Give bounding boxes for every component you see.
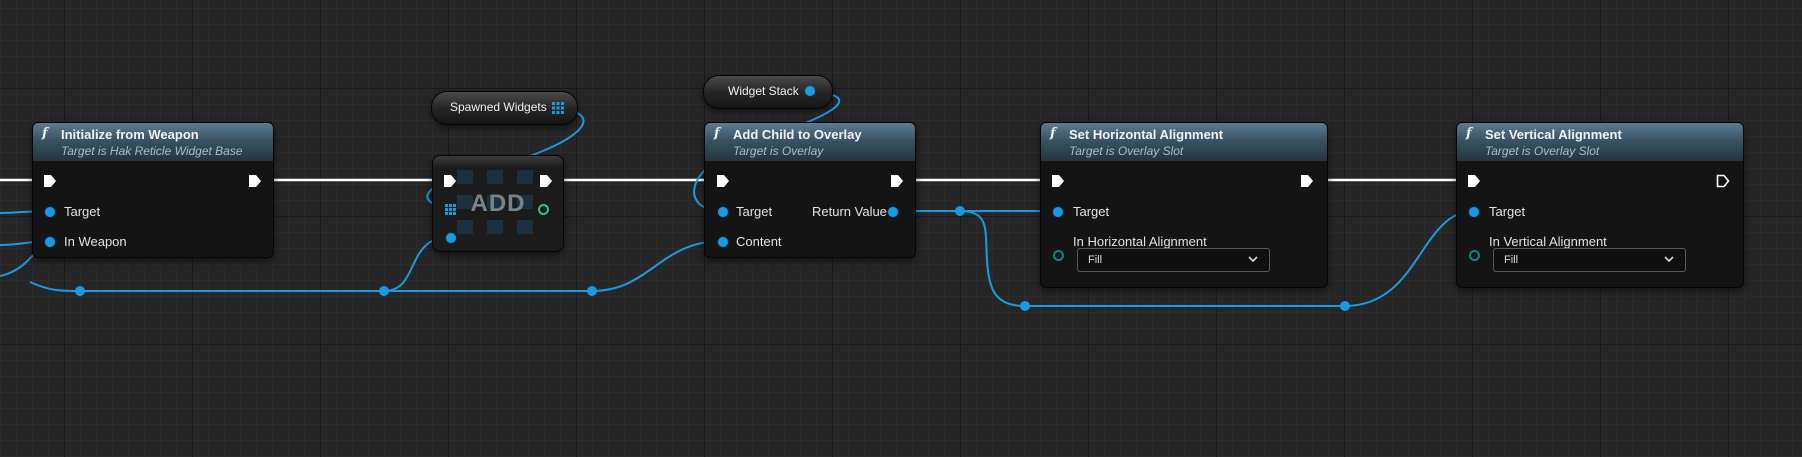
exec-in-pin[interactable] [1467, 174, 1481, 188]
reroute-knot [75, 286, 85, 296]
node-header[interactable]: f Set Horizontal Alignment Target is Ove… [1041, 123, 1327, 161]
exec-out-pin[interactable] [539, 174, 553, 188]
exec-out-pin[interactable] [1300, 174, 1314, 188]
node-title: Add Child to Overlay [733, 127, 862, 142]
exec-in-pin[interactable] [43, 174, 57, 188]
return-value-pin-label: Return Value [812, 204, 887, 219]
target-pin-label: Target [736, 204, 773, 219]
node-add-child-to-overlay[interactable]: f Add Child to Overlay Target is Overlay… [704, 122, 916, 258]
function-icon: f [1050, 126, 1056, 141]
node-header[interactable]: f Initialize from Weapon Target is Hak R… [33, 123, 273, 161]
function-icon: f [1466, 126, 1472, 141]
output-pin[interactable] [805, 86, 815, 96]
dropdown-value: Fill [1504, 254, 1519, 266]
node-subtitle: Target is Hak Reticle Widget Base [61, 144, 243, 158]
target-pin[interactable] [718, 207, 728, 217]
chevron-down-icon [1664, 256, 1674, 263]
alignment-enum-pin[interactable] [1053, 250, 1064, 261]
reroute-knot [1020, 301, 1030, 311]
dropdown-value: Fill [1088, 254, 1103, 266]
node-title: Set Horizontal Alignment [1069, 127, 1224, 142]
return-value-pin[interactable] [888, 207, 898, 217]
node-subtitle: Target is Overlay Slot [1485, 144, 1600, 158]
variable-label: Spawned Widgets [450, 100, 547, 114]
wire-bus-to-content [591, 240, 723, 292]
horizontal-alignment-dropdown[interactable]: Fill [1077, 248, 1270, 272]
target-pin[interactable] [45, 207, 55, 217]
chevron-down-icon [1248, 256, 1258, 263]
exec-in-pin[interactable] [1051, 174, 1065, 188]
content-pin-label: Content [736, 234, 782, 249]
target-pin[interactable] [1053, 207, 1063, 217]
array-pin-icon[interactable] [552, 102, 564, 114]
variable-label: Widget Stack [728, 84, 799, 98]
target-pin[interactable] [1469, 207, 1479, 217]
variable-node-widget-stack[interactable]: Widget Stack [703, 75, 833, 109]
target-pin-label: Target [1073, 204, 1110, 219]
wire-bus-left [29, 281, 81, 292]
node-header[interactable]: f Add Child to Overlay Target is Overlay [705, 123, 915, 161]
exec-in-pin[interactable] [716, 174, 730, 188]
content-pin[interactable] [718, 237, 728, 247]
node-title: Set Vertical Alignment [1485, 127, 1622, 142]
new-item-pin[interactable] [446, 233, 456, 243]
array-pin-icon[interactable] [445, 204, 456, 215]
reroute-knot [587, 286, 597, 296]
variable-node-spawned-widgets[interactable]: Spawned Widgets [431, 91, 578, 125]
alignment-pin-label: In Horizontal Alignment [1073, 234, 1207, 249]
exec-in-pin[interactable] [443, 174, 457, 188]
reroute-knot [1340, 301, 1350, 311]
target-pin-label: Target [1489, 204, 1526, 219]
target-pin-label: Target [64, 204, 101, 219]
alignment-pin-label: In Vertical Alignment [1489, 234, 1607, 249]
exec-out-pin-unconnected[interactable] [1716, 174, 1730, 188]
node-set-horizontal-alignment[interactable]: f Set Horizontal Alignment Target is Ove… [1040, 122, 1328, 288]
in-weapon-pin[interactable] [45, 237, 55, 247]
reroute-knot [379, 286, 389, 296]
index-output-pin[interactable] [538, 204, 549, 215]
exec-out-pin[interactable] [890, 174, 904, 188]
vertical-alignment-dropdown[interactable]: Fill [1493, 248, 1686, 272]
alignment-enum-pin[interactable] [1469, 250, 1480, 261]
node-array-add[interactable]: ADD [432, 155, 564, 252]
in-weapon-pin-label: In Weapon [64, 234, 127, 249]
node-title: Initialize from Weapon [61, 127, 199, 142]
node-initialize-from-weapon[interactable]: f Initialize from Weapon Target is Hak R… [32, 122, 274, 258]
node-subtitle: Target is Overlay Slot [1069, 144, 1184, 158]
function-icon: f [42, 126, 48, 141]
node-header[interactable]: f Set Vertical Alignment Target is Overl… [1457, 123, 1743, 161]
function-icon: f [714, 126, 720, 141]
reroute-knot [955, 206, 965, 216]
node-subtitle: Target is Overlay [733, 144, 824, 158]
wire-bus-to-val [1344, 210, 1475, 307]
node-set-vertical-alignment[interactable]: f Set Vertical Alignment Target is Overl… [1456, 122, 1744, 288]
exec-out-pin[interactable] [248, 174, 262, 188]
